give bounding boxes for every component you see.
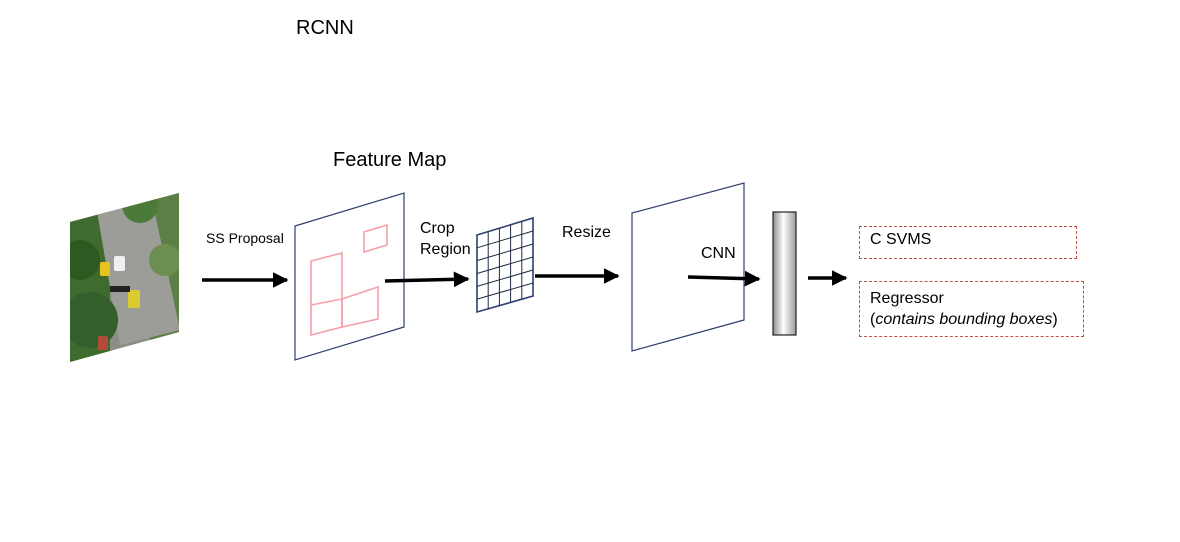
regressor-note: (contains bounding boxes) <box>870 310 1058 328</box>
regressor-output-box: Regressor (contains bounding boxes) <box>859 281 1084 337</box>
feature-vector <box>772 211 797 336</box>
diagram-title: RCNN <box>296 17 354 39</box>
feature-map <box>294 192 405 361</box>
grid-line <box>476 230 534 249</box>
arrow-crop-region <box>384 271 470 288</box>
regressor-label: Regressor <box>870 290 944 307</box>
region-proposals <box>310 223 388 337</box>
grid-line <box>476 269 534 287</box>
crop-region-label: Crop Region <box>420 220 471 258</box>
grid-line <box>476 256 534 274</box>
cnn-label: CNN <box>701 245 736 262</box>
resize-label: Resize <box>562 224 611 241</box>
feature-map-label: Feature Map <box>333 149 447 171</box>
input-image <box>70 193 179 362</box>
crop-region-grid <box>476 216 534 314</box>
resized-region-plane <box>631 182 745 352</box>
svms-output-box: C SVMS <box>859 226 1077 259</box>
grid-line <box>476 243 534 262</box>
ss-proposal-label: SS Proposal <box>206 230 284 246</box>
arrow-cnn <box>687 270 761 287</box>
svms-label: C SVMS <box>870 231 932 248</box>
grid-line <box>476 282 534 300</box>
